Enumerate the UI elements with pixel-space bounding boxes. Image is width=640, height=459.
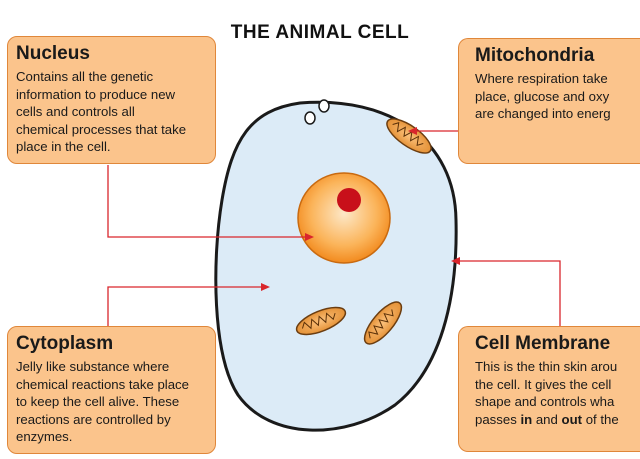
mitochondria-label-box: Mitochondria Where respiration take plac… — [458, 38, 640, 164]
cytoplasm-text-line: Jelly like substance where — [16, 359, 170, 374]
cell-membrane-description: This is the thin skin arou the cell. It … — [467, 358, 640, 428]
nucleus-text-line: Contains all the genetic — [16, 69, 154, 84]
membrane-pointer-line — [458, 260, 561, 326]
nucleolus-shape — [337, 188, 361, 212]
cell-membrane-heading: Cell Membrane — [475, 333, 611, 354]
cell-membrane-label-box: Cell Membrane This is the thin skin arou… — [458, 326, 640, 452]
membrane-text-line: This is the thin skin arou — [475, 359, 618, 374]
membrane-arrowhead — [451, 257, 460, 265]
nucleus-text-line: chemical processes that take — [16, 121, 187, 137]
cytoplasm-text-line: enzymes. — [16, 429, 73, 444]
vesicle-shape — [304, 111, 316, 125]
nucleus-text-line: information to produce new — [16, 86, 176, 102]
membrane-text-fragment: and — [532, 411, 562, 427]
cytoplasm-pointer-line — [107, 286, 262, 326]
mitochondria-description: Where respiration take place, glucose an… — [467, 70, 640, 123]
cytoplasm-text-line: reactions are controlled by — [16, 411, 171, 427]
nucleus-description: Contains all the genetic information to … — [16, 68, 207, 156]
nucleus-text-line: cells and controls all — [16, 104, 135, 119]
membrane-text-line: shape and controls wha — [475, 394, 615, 409]
mitochondria-arrowhead — [408, 127, 417, 135]
cytoplasm-heading: Cytoplasm — [16, 333, 114, 354]
cytoplasm-label-box: Cytoplasm Jelly like substance where che… — [7, 326, 216, 454]
membrane-text-fragment: passes — [475, 411, 521, 427]
cytoplasm-text-line: to keep the cell alive. These — [16, 394, 180, 409]
nucleus-text-line: place in the cell. — [16, 139, 111, 154]
mitochondrion-left — [295, 306, 347, 336]
nucleus-pointer-line — [107, 165, 306, 238]
diagram-title: THE ANIMAL CELL — [230, 22, 410, 43]
membrane-text-fragment: of the — [582, 411, 619, 427]
nucleus-arrowhead — [305, 233, 314, 241]
mitochondria-text-line: Where respiration take — [475, 71, 608, 86]
nucleus-heading: Nucleus — [16, 43, 90, 64]
mitochondria-text-line: place, glucose and oxy — [475, 88, 610, 104]
mitochondrion-right — [363, 301, 403, 345]
nucleus-label-box: Nucleus Contains all the genetic informa… — [7, 36, 216, 164]
cytoplasm-text-line: chemical reactions take place — [16, 376, 189, 392]
cytoplasm-description: Jelly like substance where chemical reac… — [16, 358, 207, 446]
cytoplasm-arrowhead — [261, 283, 270, 291]
membrane-bold-in: in — [520, 411, 533, 427]
nucleus-shape — [297, 172, 391, 264]
cell-membrane-shape — [214, 100, 458, 432]
vesicle-shape — [318, 99, 330, 113]
mitochondria-heading: Mitochondria — [475, 45, 595, 66]
membrane-text-line: the cell. It gives the cell — [475, 376, 612, 392]
mitochondria-text-line: are changed into energ — [475, 106, 611, 121]
membrane-bold-out: out — [561, 411, 583, 427]
mitochondrion-top — [386, 118, 432, 154]
membrane-text-line: passes in and out of the — [475, 411, 640, 429]
